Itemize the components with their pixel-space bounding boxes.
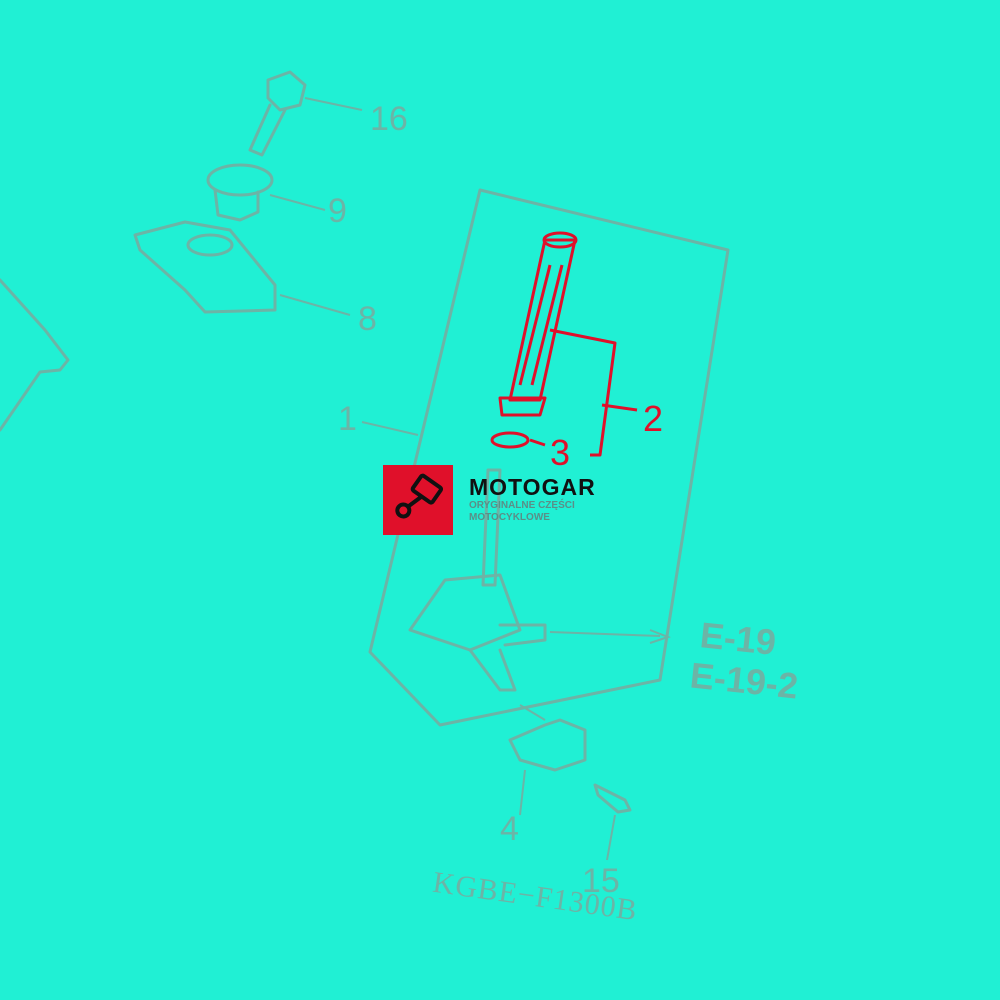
callout-2: 2 [643, 398, 664, 439]
bolt-16-drawing [248, 70, 363, 157]
rubber-8-drawing [133, 220, 351, 316]
piston-icon [395, 473, 444, 519]
lever-4-drawing [508, 704, 587, 816]
collar-9-drawing [206, 163, 326, 222]
tagline-line-1: ORYGINALNE CZĘŚCI [469, 500, 575, 511]
callout-9: 9 [328, 192, 347, 230]
tank-edge [0, 278, 70, 432]
brand-name: MOTOGAR [469, 474, 596, 500]
fuel-filter-drawing [490, 231, 638, 457]
callout-3: 3 [550, 432, 571, 473]
screw-15-drawing [593, 783, 632, 861]
callout-16: 16 [370, 100, 408, 138]
callout-8: 8 [358, 300, 377, 338]
tagline-line-2: MOTOCYKLOWE [469, 512, 550, 523]
callout-1: 1 [338, 400, 357, 438]
callout-15: 15 [582, 862, 620, 900]
assembly-frame [368, 188, 730, 727]
brand-tagline: ORYGINALNE CZĘŚCI MOTOCYKLOWE [469, 500, 575, 524]
fuel-valve-drawing [408, 468, 671, 692]
callout-4: 4 [500, 810, 519, 848]
motogar-logo [383, 465, 453, 535]
